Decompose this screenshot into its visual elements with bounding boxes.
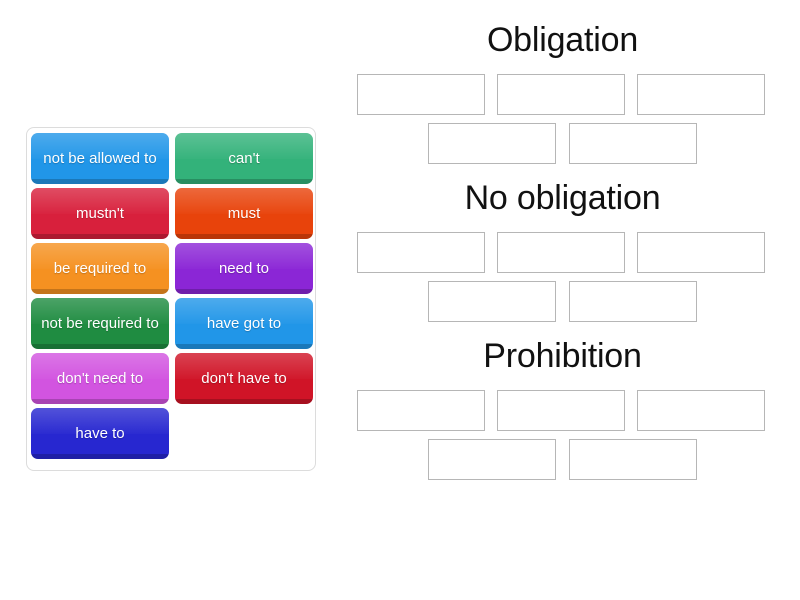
category-title: No obligation xyxy=(464,179,661,217)
word-tile-label: don't have to xyxy=(201,370,287,387)
word-tile-label: need to xyxy=(218,260,270,277)
word-tile-label: not be allowed to xyxy=(43,150,157,167)
tile-row: be required to need to xyxy=(31,243,313,294)
word-tile-tray[interactable]: not be allowed to can't mustn't must be … xyxy=(26,127,316,471)
drop-slot[interactable] xyxy=(569,281,697,322)
drop-slot[interactable] xyxy=(569,439,697,480)
drop-slot[interactable] xyxy=(428,439,556,480)
drop-slot[interactable] xyxy=(637,74,765,115)
category-prohibition: Prohibition xyxy=(340,336,785,480)
drop-slot[interactable] xyxy=(357,232,485,273)
drop-slot-row xyxy=(340,281,785,322)
word-tile-label: can't xyxy=(228,150,260,167)
word-tile-label: be required to xyxy=(53,260,147,277)
category-title: Prohibition xyxy=(483,337,642,375)
drop-slot-row xyxy=(340,390,785,431)
word-tile-need-to[interactable]: need to xyxy=(175,243,313,294)
word-tile-dont-need-to[interactable]: don't need to xyxy=(31,353,169,404)
word-tile-label: have to xyxy=(75,425,125,442)
word-tile-mustnt[interactable]: mustn't xyxy=(31,188,169,239)
tile-row: not be allowed to can't xyxy=(31,133,313,184)
word-tile-have-got-to[interactable]: have got to xyxy=(175,298,313,349)
tile-row: not be required to have got to xyxy=(31,298,313,349)
tile-slot-empty xyxy=(175,408,313,459)
word-tile-be-required-to[interactable]: be required to xyxy=(31,243,169,294)
word-tile-label: don't need to xyxy=(56,370,144,387)
drop-slot[interactable] xyxy=(357,390,485,431)
drop-slot[interactable] xyxy=(637,390,765,431)
word-tile-label: have got to xyxy=(206,315,282,332)
drop-slot-row xyxy=(340,123,785,164)
category-columns: Obligation No obligation Prohibition xyxy=(340,20,785,494)
drop-slot[interactable] xyxy=(497,232,625,273)
word-tile-have-to[interactable]: have to xyxy=(31,408,169,459)
word-tile-label: must xyxy=(227,205,261,222)
word-tile-label: mustn't xyxy=(76,205,124,222)
drop-slot-row xyxy=(340,439,785,480)
drop-slot[interactable] xyxy=(357,74,485,115)
drop-slot-row xyxy=(340,74,785,115)
word-tile-not-be-allowed-to[interactable]: not be allowed to xyxy=(31,133,169,184)
category-obligation: Obligation xyxy=(340,20,785,164)
word-tile-not-be-required-to[interactable]: not be required to xyxy=(31,298,169,349)
drop-slot[interactable] xyxy=(569,123,697,164)
tile-row: don't need to don't have to xyxy=(31,353,313,404)
word-tile-dont-have-to[interactable]: don't have to xyxy=(175,353,313,404)
category-no-obligation: No obligation xyxy=(340,178,785,322)
drop-slot[interactable] xyxy=(497,74,625,115)
drop-slot[interactable] xyxy=(428,123,556,164)
word-tile-cant[interactable]: can't xyxy=(175,133,313,184)
drop-slot[interactable] xyxy=(497,390,625,431)
tile-row: mustn't must xyxy=(31,188,313,239)
category-title: Obligation xyxy=(486,21,639,59)
word-tile-must[interactable]: must xyxy=(175,188,313,239)
drop-slot-row xyxy=(340,232,785,273)
drop-slot[interactable] xyxy=(637,232,765,273)
tile-row: have to xyxy=(31,408,311,459)
drop-slot[interactable] xyxy=(428,281,556,322)
word-tile-label: not be required to xyxy=(41,315,159,332)
